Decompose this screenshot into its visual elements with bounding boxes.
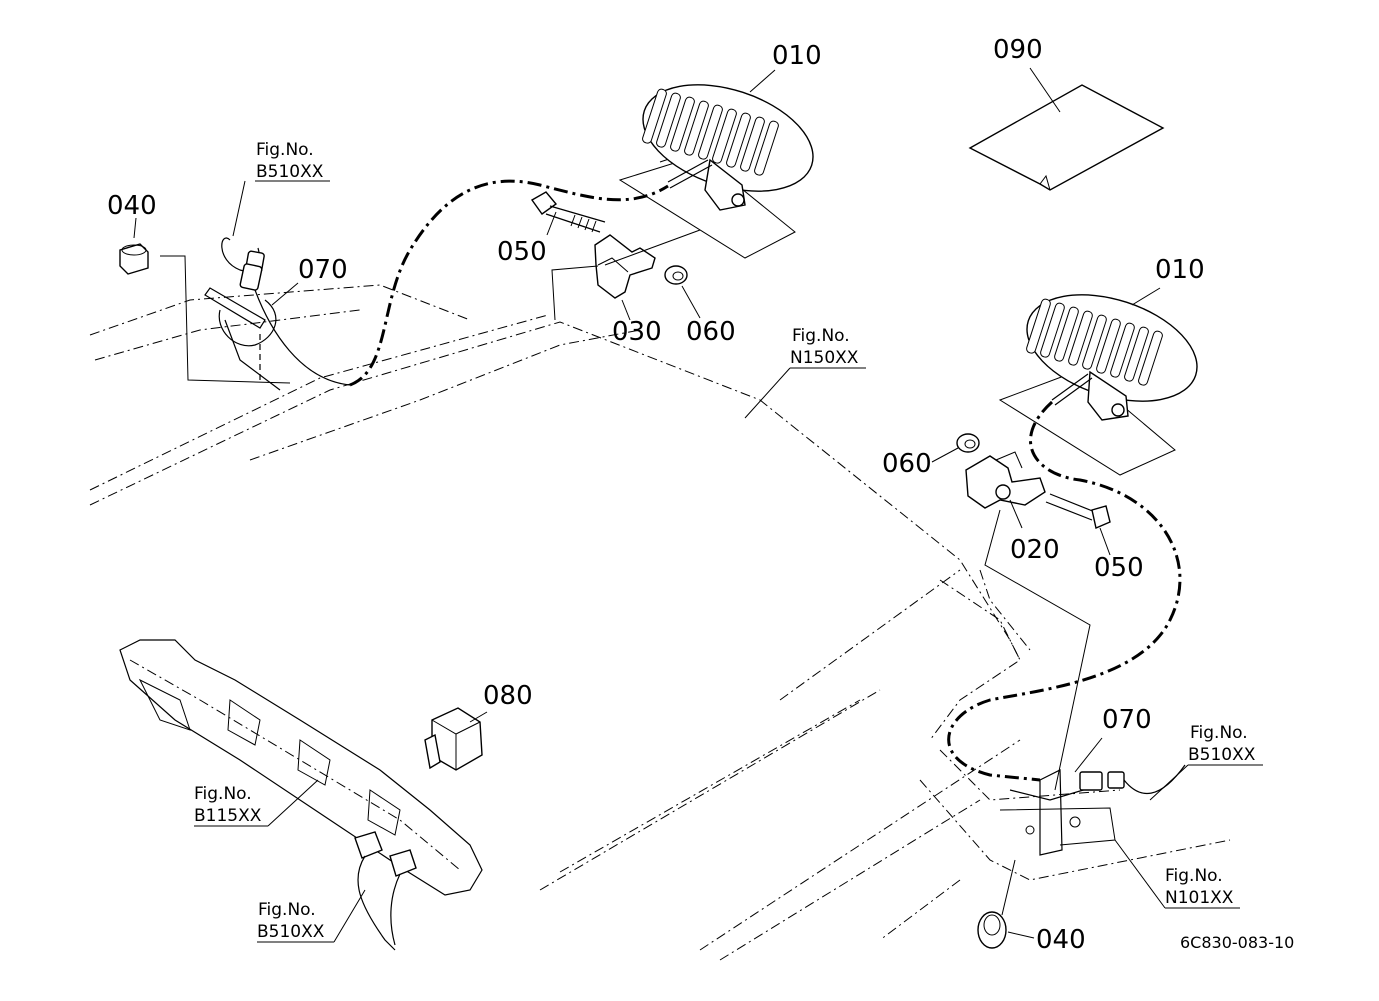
label-060-right: 060 [882, 449, 932, 479]
label-070-right: 070 [1102, 705, 1152, 735]
fig-ref-title: Fig.No. [792, 326, 850, 346]
label-040-left: 040 [107, 191, 157, 221]
fig-ref-code: N150XX [790, 348, 859, 368]
lamp-fin [740, 116, 765, 172]
fig-ref-title: Fig.No. [194, 784, 252, 804]
lamp-fin [1068, 310, 1093, 366]
label-070-left: 070 [298, 255, 348, 285]
lamp-fin [1138, 330, 1163, 386]
label-060-left: 060 [686, 317, 736, 347]
fig-ref-title: Fig.No. [258, 900, 316, 920]
lamp-fin [698, 104, 723, 160]
lamp-fin [642, 88, 667, 144]
label-090: 090 [993, 35, 1043, 65]
decal-sheet [968, 84, 1165, 191]
lamp-fin [726, 112, 751, 168]
grommet-040-bottom [977, 911, 1007, 949]
lamp-fin [1026, 298, 1051, 354]
cables [349, 179, 1182, 782]
fig-ref-code: B510XX [256, 162, 324, 182]
drawing-reference-number: 6C830-083-10 [1180, 933, 1294, 952]
lamp-fin [656, 92, 681, 148]
label-050-right: 050 [1094, 553, 1144, 583]
fig-ref-code: N101XX [1165, 888, 1234, 908]
leader-lines [133, 67, 1263, 943]
lamp-fin [1054, 306, 1079, 362]
rear-panel [119, 639, 483, 951]
fig-ref-title: Fig.No. [256, 140, 314, 160]
label-030: 030 [612, 317, 662, 347]
fig-ref-code: B510XX [1188, 745, 1256, 765]
right-harness [999, 764, 1186, 916]
lamp-fin [1096, 318, 1121, 374]
part-labels: 010 090 010 040 070 050 030 060 060 020 … [107, 35, 1205, 955]
figure-references: Fig.No. B510XX Fig.No. N150XX Fig.No. B5… [194, 140, 1256, 942]
lamp-fin [670, 96, 695, 152]
left-harness [119, 237, 351, 391]
lamp-fin [1110, 322, 1135, 378]
fig-ref-title: Fig.No. [1190, 723, 1248, 743]
label-050-left: 050 [497, 237, 547, 267]
fig-ref-code: B510XX [257, 922, 325, 942]
cab-roof-outline [89, 284, 1231, 961]
lamp-fin [712, 108, 737, 164]
label-080: 080 [483, 681, 533, 711]
bracket-020-assembly [956, 433, 1111, 791]
fig-ref-code: B115XX [194, 806, 262, 826]
label-010-right: 010 [1155, 255, 1205, 285]
work-light-right [998, 294, 1198, 476]
lamp-fin [1082, 314, 1107, 370]
work-light-top [618, 84, 814, 259]
label-040-bottom: 040 [1036, 925, 1086, 955]
lamp-fin [1040, 302, 1065, 358]
label-020: 020 [1010, 535, 1060, 565]
switch-080 [424, 707, 483, 771]
fig-ref-title: Fig.No. [1165, 866, 1223, 886]
bracket-030-assembly [530, 191, 701, 321]
lamp-fin [754, 120, 779, 176]
lamp-fin [684, 100, 709, 156]
label-010-top: 010 [772, 41, 822, 71]
lamp-fin [1124, 326, 1149, 382]
